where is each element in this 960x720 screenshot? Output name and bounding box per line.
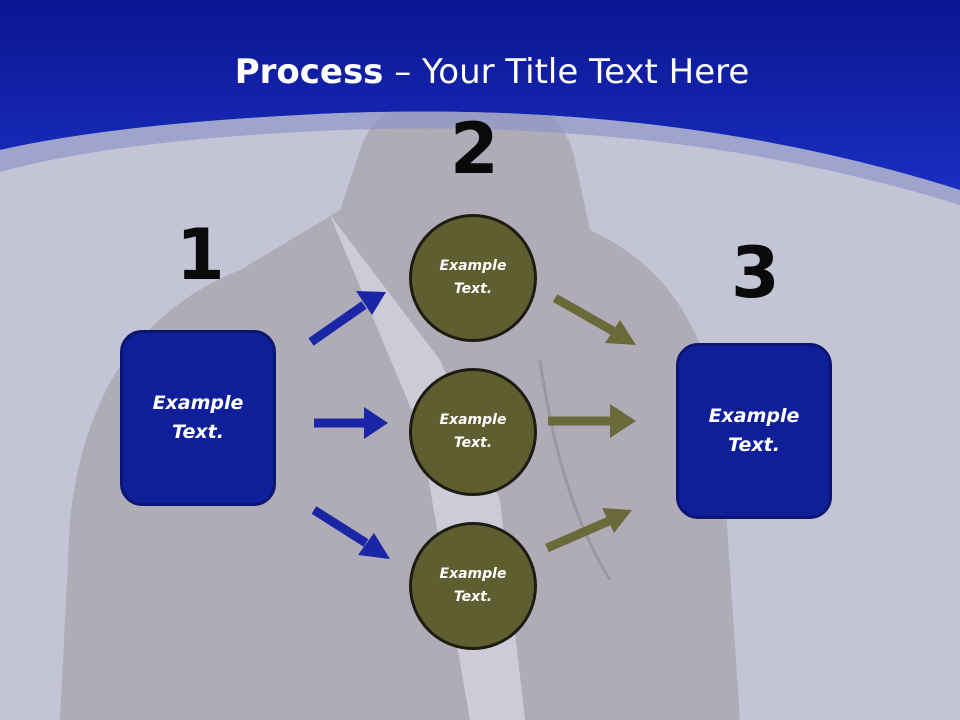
header-band: [0, 0, 960, 190]
arrow-blue-down-head: [358, 533, 390, 559]
process-circle-bottom-label: Example Text.: [439, 566, 507, 605]
process-circle-middle: Example Text.: [409, 368, 537, 496]
step-number-2: 2: [450, 108, 499, 190]
arrow-olive-up-shaft: [545, 516, 611, 553]
arrow-olive-down-head: [605, 320, 636, 345]
step-box-3-label: Example Text.: [708, 405, 800, 456]
step-number-3: 3: [731, 232, 780, 314]
step-number-1: 1: [176, 214, 225, 296]
arrow-blue-up-shaft: [308, 301, 367, 346]
step-box-1: Example Text.: [120, 330, 276, 506]
arrow-blue-right-head: [364, 407, 388, 439]
step-box-1-label: Example Text.: [152, 392, 244, 443]
header-swoosh: [0, 111, 960, 205]
process-circle-top-label: Example Text.: [439, 258, 507, 297]
process-circle-middle-label: Example Text.: [439, 412, 507, 451]
process-circle-top: Example Text.: [409, 214, 537, 342]
background-microphone: [538, 359, 612, 581]
arrow-olive-down-shaft: [552, 294, 616, 335]
arrow-olive-up-head: [602, 508, 632, 533]
title-bold: Process: [234, 52, 384, 92]
arrow-blue-down-shaft: [311, 506, 369, 547]
step-box-3: Example Text.: [676, 343, 832, 519]
background-figure: [60, 90, 740, 720]
title-rest: – Your Title Text Here: [383, 52, 750, 92]
arrow-olive-right-head: [610, 404, 636, 438]
arrow-blue-up-head: [356, 291, 386, 315]
slide-title: Process – Your Title Text Here: [0, 52, 960, 92]
process-circle-bottom: Example Text.: [409, 522, 537, 650]
